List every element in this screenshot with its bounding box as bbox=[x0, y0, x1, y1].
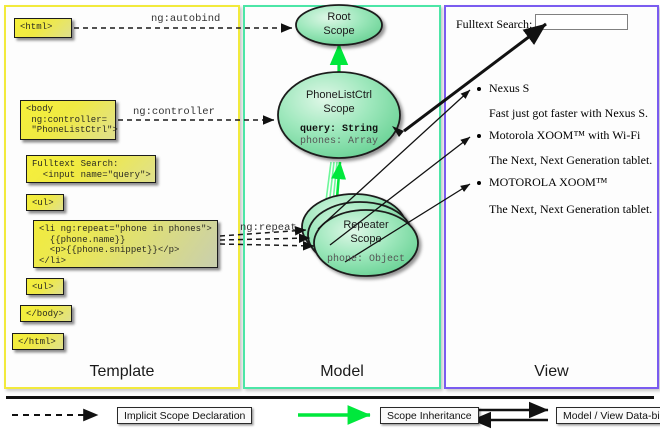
panel-view-label: View bbox=[534, 363, 569, 380]
view-search-label: Fulltext Search: bbox=[456, 17, 533, 31]
panel-model-label: Model bbox=[320, 363, 364, 380]
legend-divider bbox=[6, 396, 654, 399]
edge-label-repeat: ng:repeat bbox=[240, 222, 297, 234]
view-item-desc: The Next, Next Generation tablet. bbox=[489, 153, 653, 167]
code-box-fulltext-search: Fulltext Search: <input name="query"> bbox=[26, 155, 156, 183]
view-item-title: Motorola XOOM™ with Wi-Fi bbox=[489, 128, 641, 142]
list-bullet bbox=[477, 134, 481, 138]
search-input[interactable] bbox=[535, 14, 628, 30]
edge-label-autobind: ng:autobind bbox=[151, 13, 221, 25]
view-item-title: Nexus S bbox=[489, 81, 530, 95]
code-box-body-close: </body> bbox=[20, 305, 72, 322]
code-box-li-ngrepeat: <li ng:repeat="phone in phones"> {{phone… bbox=[33, 220, 218, 268]
legend-arrow-bidirectional bbox=[471, 401, 549, 429]
legend-item-model-view-data-binding: Model / View Data-binding bbox=[556, 407, 660, 424]
code-box-ul-open: <ul> bbox=[26, 194, 64, 211]
code-box-html-open: <html> bbox=[14, 18, 72, 38]
legend-item-implicit-scope-declaration: Implicit Scope Declaration bbox=[117, 407, 253, 424]
panel-template-label: Template bbox=[89, 363, 155, 380]
view-item-desc: The Next, Next Generation tablet. bbox=[489, 202, 653, 216]
list-bullet bbox=[477, 181, 481, 185]
edge-label-controller: ng:controller bbox=[133, 106, 215, 118]
view-item-desc: Fast just got faster with Nexus S. bbox=[489, 106, 648, 120]
legend-item-scope-inheritance: Scope Inheritance bbox=[380, 407, 479, 424]
panel-model: Model bbox=[243, 5, 441, 389]
list-bullet bbox=[477, 87, 481, 91]
panel-view: View bbox=[444, 5, 659, 389]
view-item-title: MOTOROLA XOOM™ bbox=[489, 175, 608, 189]
code-box-ul-close: <ul> bbox=[26, 278, 64, 295]
code-box-body-controller: <body ng:controller= "PhoneListCtrl"> bbox=[20, 100, 118, 140]
code-box-html-close: </html> bbox=[12, 333, 64, 350]
